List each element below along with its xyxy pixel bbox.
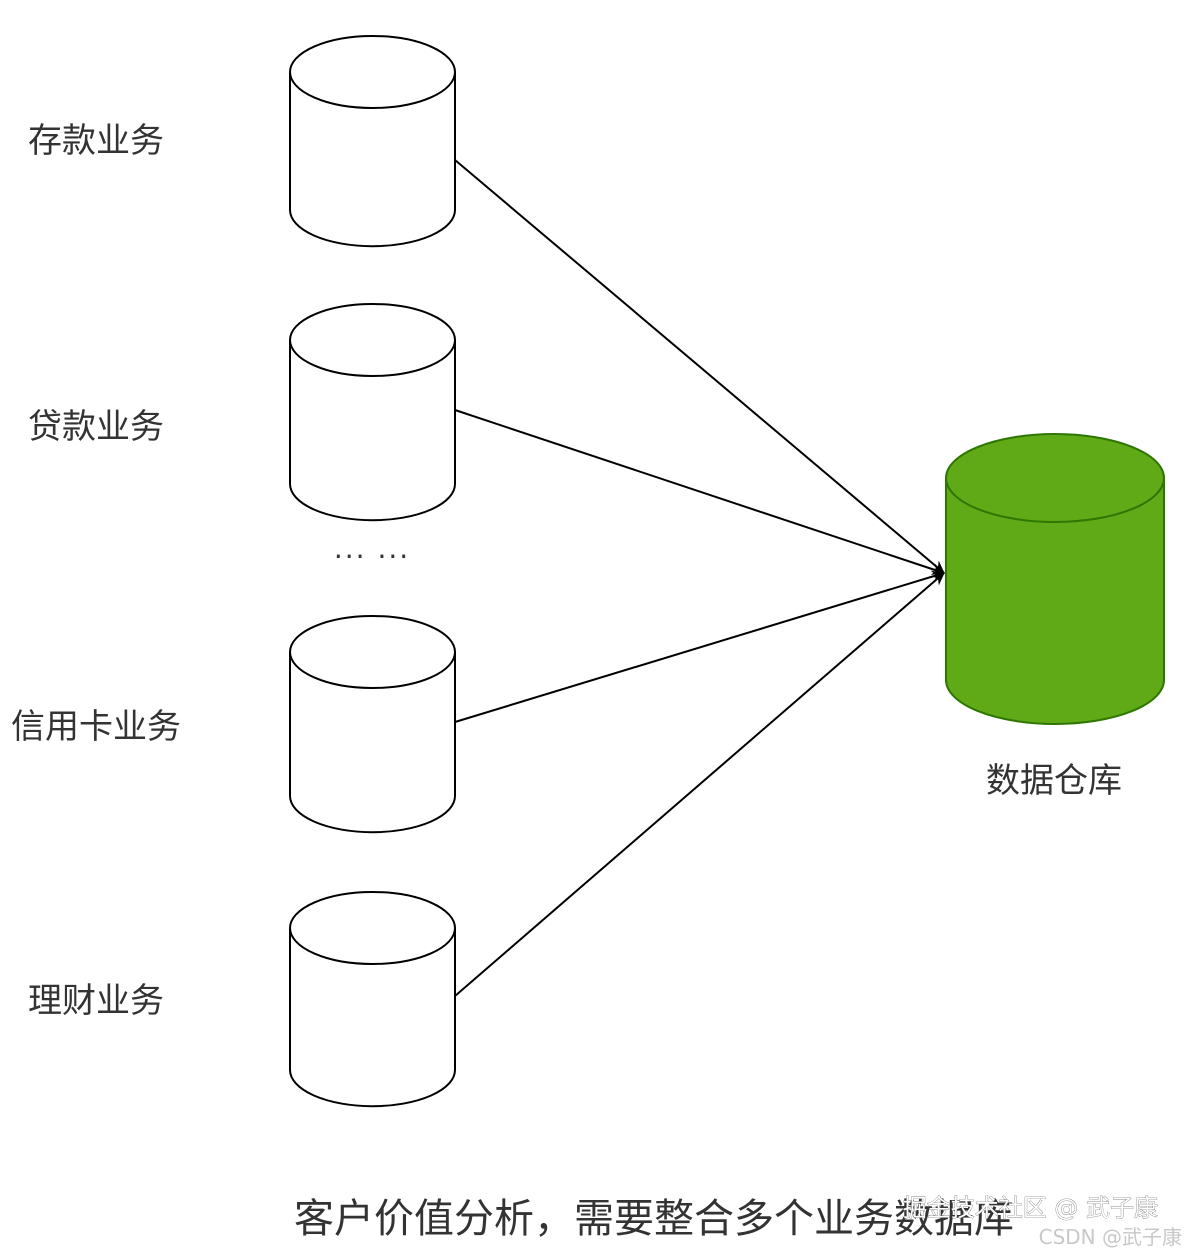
watermark-sub: CSDN @武子康 (1039, 1225, 1182, 1249)
source-database-wealth (289, 891, 456, 1108)
source-label-loan: 贷款业务 (28, 407, 164, 447)
cylinder-top (289, 891, 456, 965)
data-warehouse-label: 数据仓库 (986, 761, 1122, 801)
cylinder-body (289, 928, 456, 1108)
cylinder-top (289, 303, 456, 377)
connectors (454, 159, 945, 997)
more-sources-ellipsis: ··· ··· (334, 540, 410, 573)
source-database-deposit (289, 35, 456, 248)
source-label-deposit: 存款业务 (28, 121, 164, 161)
source-database-loan (289, 303, 456, 522)
source-label-creditcard: 信用卡业务 (11, 707, 181, 747)
data-warehouse-cylinder (945, 433, 1165, 725)
source-label-wealth: 理财业务 (28, 981, 164, 1021)
cylinder-top (289, 35, 456, 109)
source-database-creditcard (289, 615, 456, 834)
cylinder-body (289, 652, 456, 834)
cylinder-body (289, 72, 456, 248)
connector-creditcard-to-warehouse (454, 570, 945, 723)
watermark-main: 掘金技术社区 @ 武子康 (903, 1194, 1158, 1222)
diagram-caption: 客户价值分析，需要整合多个业务数据库 (294, 1196, 1014, 1242)
connector-loan-to-warehouse (454, 409, 945, 575)
connector-wealth-to-warehouse (454, 572, 945, 997)
connector-deposit-to-warehouse (454, 159, 945, 574)
cylinder-top (945, 433, 1165, 523)
cylinder-body (945, 478, 1165, 725)
cylinder-body (289, 340, 456, 522)
cylinder-top (289, 615, 456, 689)
